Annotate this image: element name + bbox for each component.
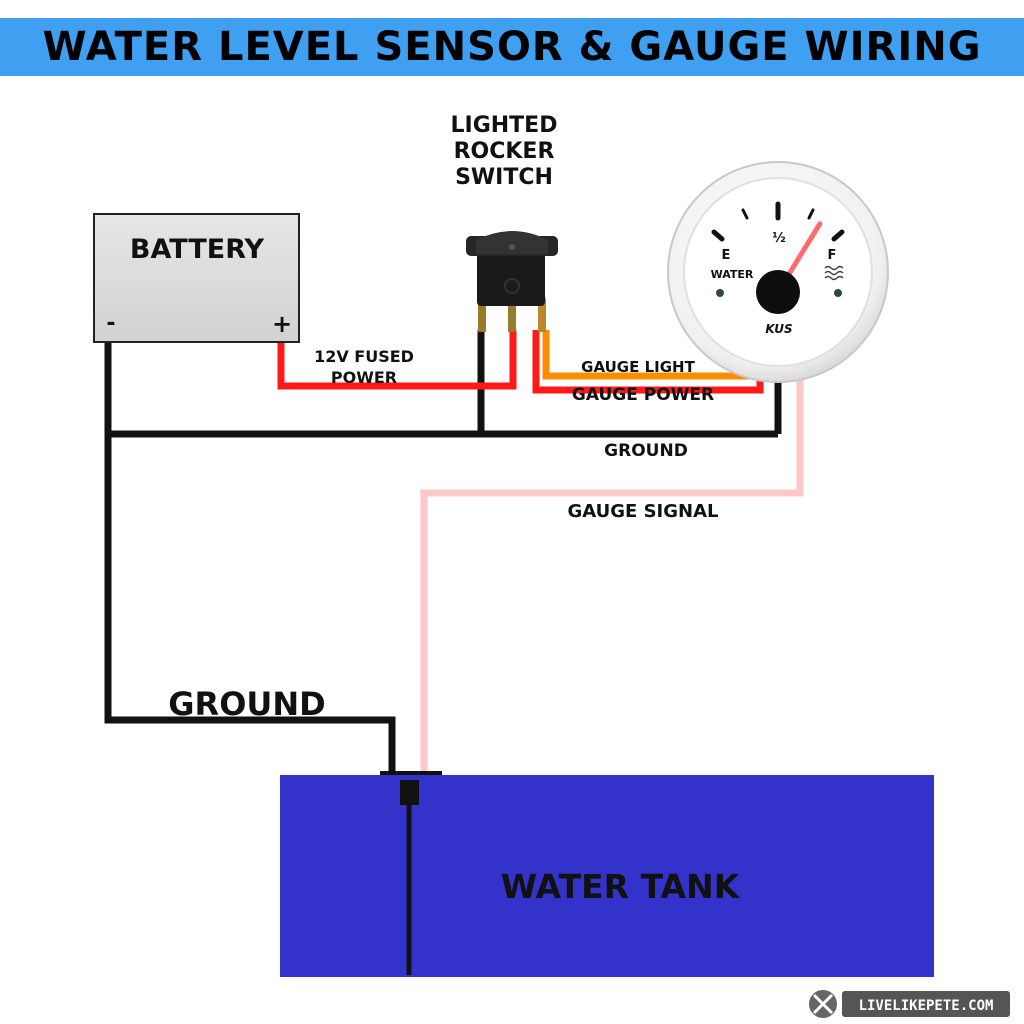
fused-power-label-line-2: POWER: [331, 368, 397, 387]
level-sensor: [380, 771, 442, 975]
tank-label: WATER TANK: [501, 867, 741, 906]
ground-wire-main: [104, 340, 396, 772]
battery: BATTERY - +: [93, 213, 300, 343]
gauge-hub: [756, 270, 800, 314]
battery-positive-label: +: [272, 310, 292, 338]
battery-label: BATTERY: [130, 234, 265, 265]
gauge-signal-wire: [420, 380, 804, 772]
gauge-indicator-right: [834, 289, 842, 297]
gauge-mark-e: E: [722, 248, 731, 263]
gauge-power-label: GAUGE POWER: [572, 385, 714, 405]
gauge-mark-f: F: [828, 248, 837, 263]
diagram-title: WATER LEVEL SENSOR & GAUGE WIRING: [42, 24, 982, 70]
gauge-name: WATER: [711, 268, 754, 281]
title-bar: WATER LEVEL SENSOR & GAUGE WIRING: [0, 18, 1024, 76]
rocker-switch: LIGHTED ROCKER SWITCH: [451, 113, 558, 332]
gauge-signal-label: GAUGE SIGNAL: [567, 501, 718, 522]
battery-negative-label: -: [106, 311, 115, 336]
fused-power-wire: [277, 330, 517, 390]
ground-bus-label: GROUND: [604, 441, 688, 461]
water-level-gauge: E ½ F WATER KUS: [667, 161, 889, 383]
tank-ground-label: GROUND: [168, 685, 325, 723]
fused-power-label-line-1: 12V FUSED: [314, 347, 414, 366]
gauge-brand: KUS: [765, 322, 792, 336]
watermark-text: LIVELIKEPETE.COM: [859, 998, 994, 1014]
gauge-light-wire: [542, 330, 752, 380]
gauge-indicator-left: [716, 289, 724, 297]
water-tank: WATER TANK: [280, 771, 934, 977]
wires: [104, 330, 804, 772]
gauge-light-label: GAUGE LIGHT: [581, 358, 695, 376]
switch-label-line-3: SWITCH: [455, 165, 553, 190]
watermark: LIVELIKEPETE.COM: [807, 988, 1010, 1020]
gauge-mark-half: ½: [772, 231, 785, 246]
switch-label-line-1: LIGHTED: [451, 113, 558, 138]
gauge-power-wire: [532, 330, 764, 394]
water-wave-icon: [824, 265, 844, 281]
gauge-ticks: [711, 201, 845, 242]
switch-label-line-2: ROCKER: [454, 139, 555, 164]
